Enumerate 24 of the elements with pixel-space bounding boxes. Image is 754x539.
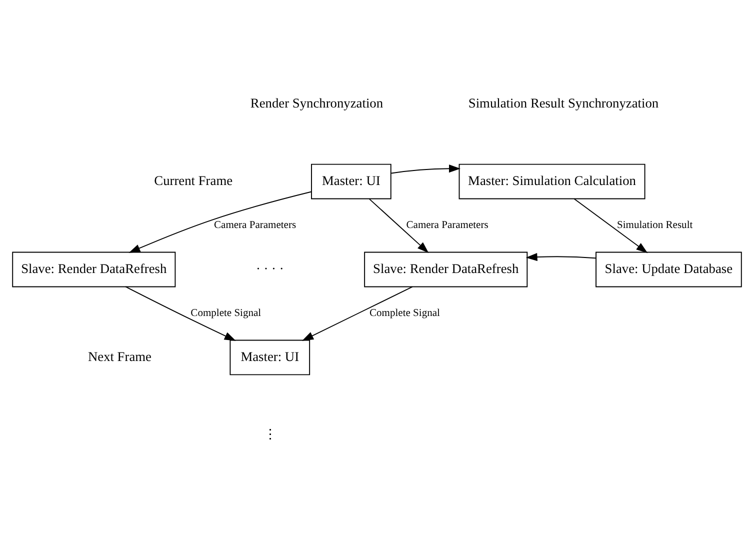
arrow: [125, 286, 236, 341]
node-box: Master: Simulation Calculation: [458, 164, 646, 200]
label: Next Frame: [88, 349, 152, 364]
node-box: Master: UI: [230, 340, 310, 376]
arrow: [368, 198, 429, 253]
node-box: Master: UI: [311, 164, 392, 200]
label: · · · ·: [256, 261, 284, 276]
edge-label: Simulation Result: [617, 220, 693, 232]
node-box: Slave: Render DataRefresh: [364, 252, 528, 288]
edge-label: Camera Parameters: [214, 220, 296, 232]
label: ⋮: [263, 426, 276, 442]
edge-label: Complete Signal: [190, 308, 262, 320]
arrow: [128, 191, 312, 253]
arrow: [302, 286, 413, 341]
edge-label: Camera Parameters: [406, 220, 488, 232]
node-box: Slave: Update Database: [596, 252, 742, 288]
arrow: [574, 198, 648, 254]
label: Render Synchronyzation: [250, 96, 384, 111]
node-box: Slave: Render DataRefresh: [12, 252, 176, 288]
label: Current Frame: [154, 173, 233, 188]
label: Simulation Result Synchronyzation: [468, 96, 659, 111]
edge-label: Complete Signal: [370, 308, 440, 320]
arrow: [390, 164, 460, 174]
arrow: [526, 252, 596, 262]
